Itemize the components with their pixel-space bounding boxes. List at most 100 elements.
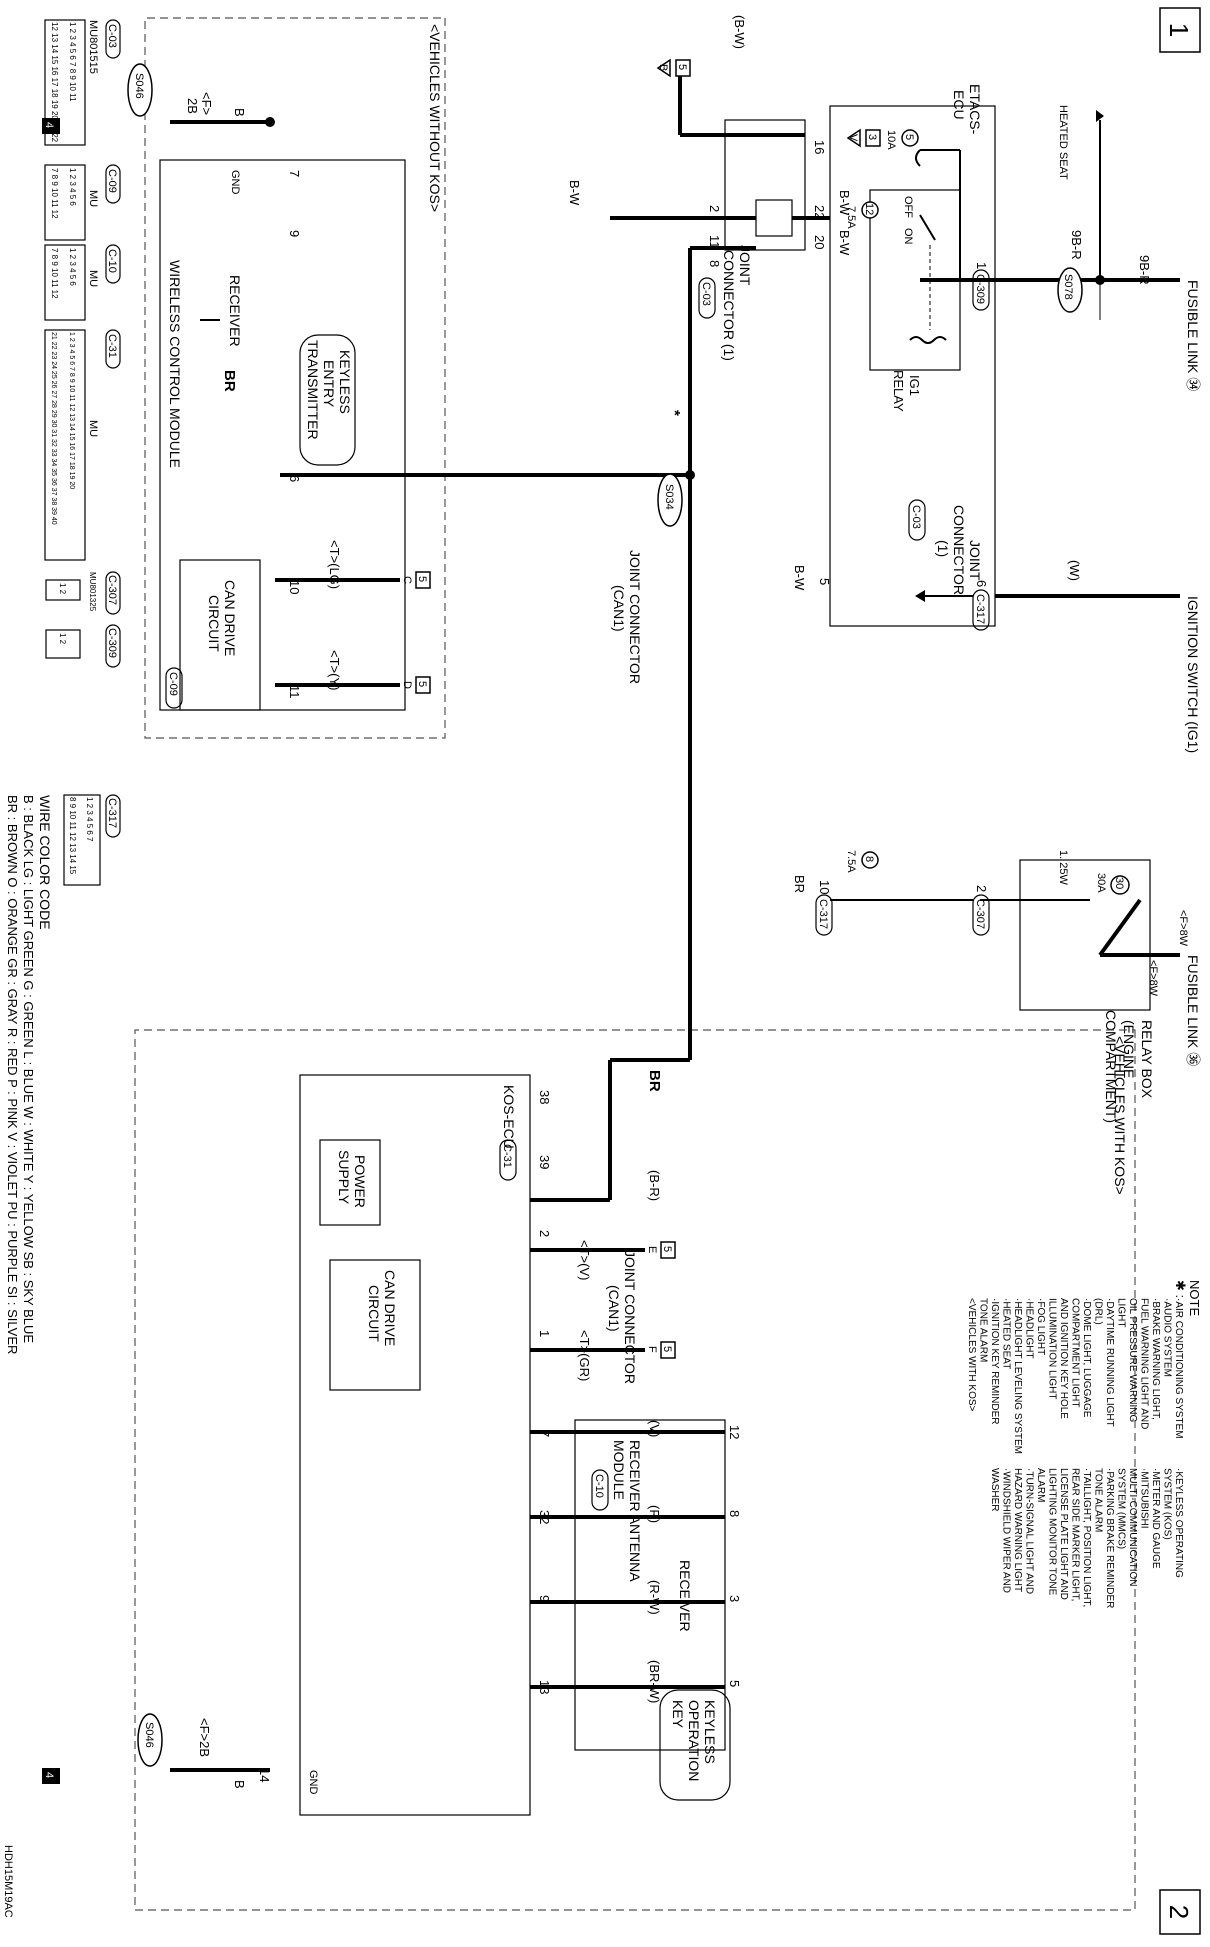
connector-c31: C-31 MU 1 2 3 4 5 6 7 8 9 10 11 12 13 14… [44,329,121,561]
wcm-pin-10: 10 [287,580,302,594]
col1-line-0: ·AIR CONDITIONING SYSTEM [1173,1298,1184,1439]
c317-badge-b [815,894,833,936]
wcm-gnd: GND [229,170,241,195]
s034-splice [657,473,683,527]
kos-pin-38: 38 [537,1090,552,1104]
kos-ecu-box [299,1074,531,1816]
conn-c317-grid [63,794,101,886]
fuse-12-num: 12 [863,203,875,215]
kos-can-f-sub: F [646,1346,658,1353]
col1-line-5: LIGHT [1116,1298,1127,1327]
kes-line2: ENTRY [321,360,337,408]
bw-c-label: B-W [837,230,852,256]
conn-c31-id: C-31 [106,334,118,358]
s046-label-b: S046 [143,1722,155,1748]
relay-box-line3: COMPARTMENT) [1103,1010,1119,1123]
col2-line-6: ·PARKING BRAKE REMINDER [1104,1468,1115,1608]
conn-c31-row1: 1 2 3 4 5 6 7 8 9 10 11 12 13 14 15 16 1… [68,332,75,489]
s046-label-a: S046 [133,73,145,99]
wire-rw-label: (R-W) [647,1580,662,1615]
col2-line-2: ·METER AND GAUGE [1150,1468,1161,1569]
ground-marker-box [42,118,60,134]
can-conn-d-num: 5 [416,681,428,687]
jc-pin-16: 16 [812,140,827,154]
c03-badge [908,499,926,541]
conn-5-box [675,59,691,77]
ignition-switch-label: IGNITION SWITCH (IG1) [1185,596,1201,753]
s034-label: S034 [663,484,675,510]
col1-line-15: ·HEATED SEAT [1001,1298,1012,1369]
wire-v-label: (V) [647,1420,662,1437]
col2-line-9: REAR SIDE MARKER LIGHT, [1070,1468,1081,1601]
kos-jc-line1: JOINT CONNECTOR [622,1250,638,1384]
ram-pin-8: 8 [727,1510,742,1517]
conn-c307-badge [105,571,121,615]
col1-line-1: ·AUDIO SYSTEM [1162,1298,1173,1377]
conn-c03-row1: 1 2 3 4 5 6 7 8 9 10 11 [68,22,77,102]
c317-badge-a [972,589,990,631]
kos-can-e-box [660,1241,676,1259]
fuse-8-rating: 7.5A [845,850,857,873]
joint-title-line2: CONNECTOR [951,505,967,595]
col2-line-15: ·WINDSHIELD WIPER AND [1001,1468,1012,1593]
without-kos-region: <VEHICLES WITHOUT KOS> <F> 2B S046 B 4 G… [42,17,695,739]
wcm-br-label: BR [221,370,238,392]
kos-can-e-sub: E [646,1246,658,1253]
ram-receiver: RECEIVER [677,1560,693,1632]
conn-c31-mark: MU [87,420,99,437]
kos-can-e-num: 5 [661,1246,673,1252]
col1-line-7: (DRL) [1093,1298,1104,1325]
without-kos-title: <VEHICLES WITHOUT KOS> [427,24,443,212]
c03-label: C-03 [910,505,922,529]
conn-c09-grid [44,164,86,241]
kos-t-v: <T>(V) [577,1240,592,1280]
conn-c03-part: MU801515 [87,20,99,74]
conn-c03-grid [44,19,86,146]
col1-line-3: FUEL WARNING LIGHT AND [1139,1298,1150,1429]
col2-line-4: MULTI-COMMUNICATION [1127,1468,1138,1587]
ground-b-label-right: B [232,1780,247,1789]
c307-badge [972,894,990,936]
conn-c31-grid [44,329,86,561]
wcm-module-label: WIRELESS CONTROL MODULE [167,260,183,468]
conn-c309-badge [105,624,121,668]
fuse-30-badge [1110,875,1130,895]
fuse-12-rating: 7.5A [845,206,857,229]
power-supply-box [319,1139,381,1226]
fusible-link-36-label: FUSIBLE LINK ㊱ [1185,955,1201,1066]
conn-5-arrow-icon [656,58,671,78]
col2-line-5: SYSTEM (MMCS) [1116,1468,1127,1549]
jc-pin-22: 22 [812,205,827,219]
relay-box-line2: (ENGINE [1121,1020,1137,1078]
page-number-2: 2 [1164,1905,1194,1919]
ground-marker-num-b: 4 [43,1772,55,1778]
ground-b-label: B [232,108,247,117]
c307-label: C-307 [974,899,986,929]
wire-9br-top-label: 9B-R [1137,255,1152,285]
etacs-pin-5: 5 [817,578,832,585]
f8w-label-b: <F>8W [1147,960,1159,997]
kos-can-f-num: 5 [661,1346,673,1352]
connector-tables: C-03 MU801515 1 2 3 4 5 6 7 8 9 10 11 12… [44,19,121,886]
kos-gnd: GND [307,1770,319,1795]
diode-icon [915,590,925,602]
s046-splice-b [137,1713,163,1767]
col1-line-17: TONE ALARM [978,1298,989,1362]
etacs-ecu-box [829,105,996,627]
c31-badge [499,1139,517,1181]
wire-color-line1: B : BLACK LG : LIGHT GREEN G : GREEN L :… [21,795,36,1343]
s046-f-label: <F> [199,92,214,115]
relay-box-line1: RELAY BOX [1139,1020,1155,1099]
relay-box-group: <F>8W <F>8W 30 30A 1. 25W 2 C-307 8 7.5A [830,850,1189,1011]
relay-contact-icon [919,214,936,241]
joint-title-line1: JOINT [967,540,983,581]
etacs-pin-10: 10 [817,880,832,894]
with-kos-boundary [134,1029,1136,1911]
col2-line-10: LICENSE PLATE LIGHT AND [1058,1468,1069,1600]
jc-pin-8: 8 [707,260,722,267]
ground-marker-num: 4 [43,122,55,128]
conn-c10-mark: MU [87,270,99,287]
kos-t-gr: <T>(GR) [577,1330,592,1381]
fusible-link-34-label: FUSIBLE LINK ㉞ [1185,280,1201,391]
arrow-heated-seat-icon [1096,110,1104,122]
